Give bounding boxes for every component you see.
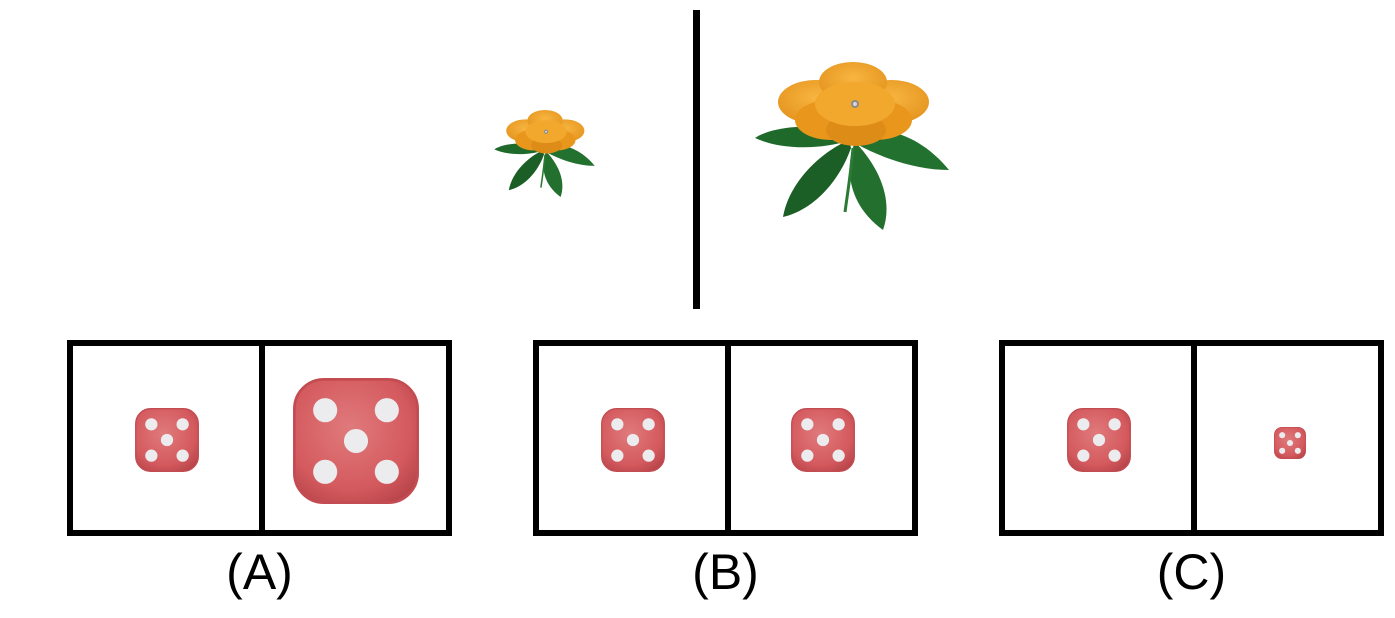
die-five-icon — [599, 406, 667, 474]
option-c-panel[interactable] — [999, 340, 1384, 536]
option-b-divider — [725, 346, 731, 530]
die-five-icon — [1065, 406, 1133, 474]
option-c-divider — [1191, 346, 1197, 530]
die-five-icon — [133, 406, 201, 474]
die-five-large-icon — [289, 374, 423, 508]
option-c-label: (C) — [1156, 544, 1227, 600]
flower-small-image — [492, 110, 596, 198]
example-divider — [693, 10, 700, 309]
option-b-panel[interactable] — [533, 340, 918, 536]
option-b-label: (B) — [692, 544, 759, 600]
option-a-divider — [259, 346, 265, 530]
option-a-label: (A) — [226, 544, 293, 600]
die-five-small-icon — [1273, 426, 1307, 460]
die-five-icon — [789, 406, 857, 474]
flower-large-image — [750, 62, 952, 232]
option-a-panel[interactable] — [67, 340, 452, 536]
